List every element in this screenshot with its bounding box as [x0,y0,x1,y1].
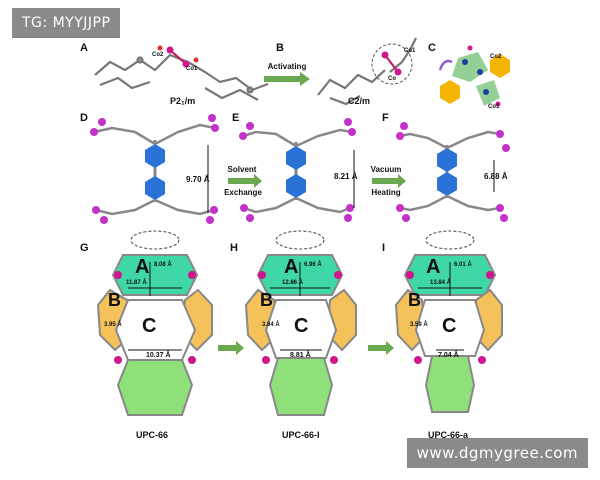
name-h: UPC-66-I [282,430,320,440]
cage-c-size-h: 8.81 Å [290,352,311,359]
panel-h-label: H [230,242,238,254]
space-group-b: C2/m [348,96,371,106]
cage-b-size-i: 3.59 Å [410,322,428,328]
panel-a-cobalt [157,45,199,68]
solvent-label: Solvent [227,165,257,174]
cage-a-size-h: 6.96 Å [304,262,322,268]
panel-e-label: E [232,112,240,124]
cage-c-letter-i: C [442,315,457,337]
h-to-i-arrow [368,341,394,355]
panel-f-label: F [382,112,389,124]
cage-a2-size-h: 12.86 Å [282,280,304,286]
solvent-exchange-arrow [228,174,262,188]
cage-c-letter-g: C [142,315,157,337]
panel-e-structure [239,118,356,222]
panel-b-molecule [317,37,417,106]
cage-b-letter-g: B [108,290,121,310]
vacuum-label: Vacuum [370,165,402,174]
cage-c-size-g: 10.37 Å [146,352,171,359]
atom-co-b: Co [388,76,396,82]
activating-arrow [264,72,310,86]
panel-d-label: D [80,112,88,124]
cage-b-letter-h: B [260,290,273,310]
panel-f-structure [396,122,510,222]
panel-b-label: B [276,42,284,54]
atom-co1-a: Co1 [186,66,198,72]
panel-g-cage [96,230,213,416]
name-g: UPC-66 [136,430,169,440]
cage-c-size-i: 7.04 Å [438,352,459,359]
panel-i-label: I [382,242,386,254]
vacuum-heating-arrow [372,174,406,188]
cage-b-size-h: 3.84 Å [262,322,280,328]
activating-label: Activating [267,62,307,71]
distance-e: 8.21 Å [334,172,358,181]
atom-co1-c: Co1 [488,104,500,110]
space-group-a: P2₁/m [170,96,196,106]
heating-label: Heating [371,188,401,197]
cage-a-letter-g: A [135,256,150,278]
cage-c-letter-h: C [294,315,309,337]
distance-d: 9.70 Å [186,175,210,184]
watermark-top: TG: MYYJJPP [12,8,121,38]
panel-i-cage [394,230,503,413]
atom-co1-b: Co1 [404,48,416,54]
panel-a-label: A [80,42,88,54]
panel-a-molecule [94,53,269,101]
cage-a-letter-i: A [426,256,441,278]
name-i: UPC-66-a [428,430,469,440]
atom-co2-c: Co2 [490,54,502,60]
panel-g-label: G [80,242,89,254]
cage-a2-size-i: 13.84 Å [430,280,452,286]
cage-a2-size-g: 11.87 Å [126,280,147,286]
cage-a-letter-h: A [284,256,299,278]
panel-b-cobalt [371,43,413,85]
cage-a-size-i: 6.01 Å [454,262,472,268]
panel-d-structure [90,114,219,224]
exchange-label: Exchange [224,188,262,197]
cage-b-size-g: 3.95 Å [104,322,122,328]
panel-c-structure [438,45,510,107]
panel-c-label: C [428,42,436,54]
g-to-h-arrow [218,341,244,355]
distance-f: 6.88 Å [484,172,508,181]
cage-a-size-g: 8.08 Å [154,262,172,268]
atom-co2-a: Co2 [152,52,164,58]
watermark-bottom: www.dgmygree.com [406,438,588,468]
panel-h-cage [244,230,357,416]
cage-b-letter-i: B [408,290,421,310]
